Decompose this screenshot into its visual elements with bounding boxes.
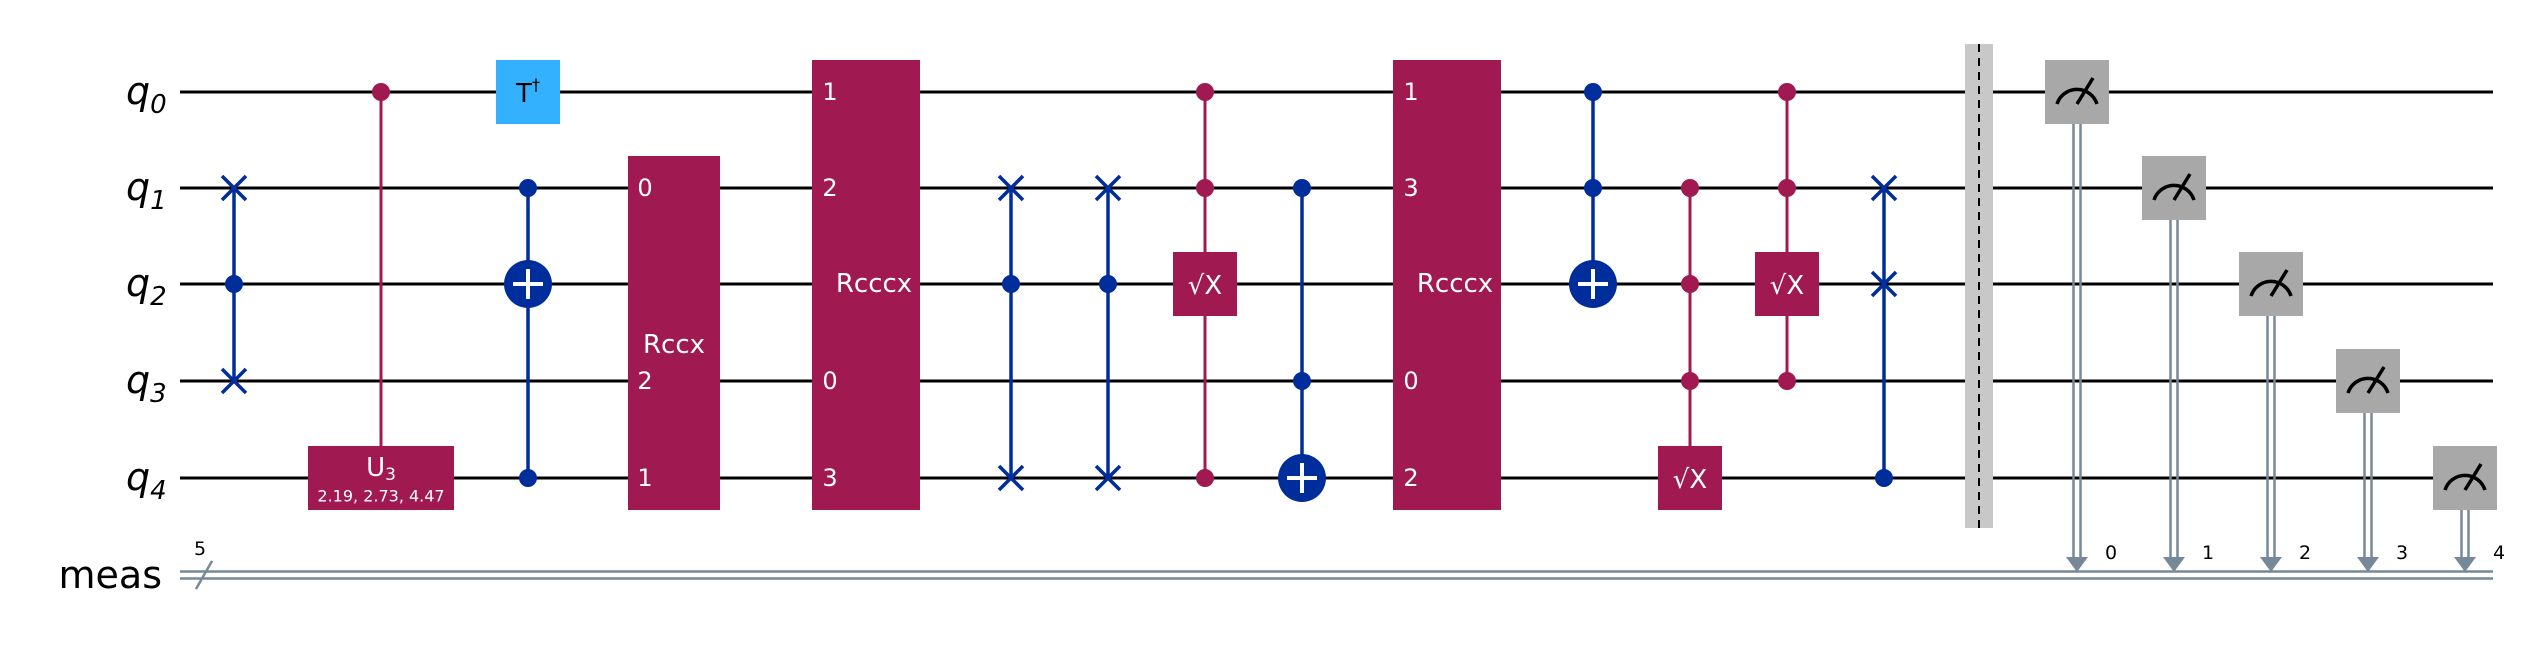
- meter-needle-icon: [2269, 269, 2289, 297]
- swap-cross: [1870, 270, 1898, 298]
- measure-gate: [2433, 446, 2497, 510]
- circuit-wires: 5: [180, 90, 2493, 590]
- measure-bit-index: 3: [2396, 542, 2408, 564]
- swap-cross: [1094, 174, 1122, 202]
- rccx-port-label: 2: [637, 367, 652, 395]
- meter-arc-icon: [2346, 376, 2390, 394]
- meter-needle-icon: [2172, 173, 2192, 201]
- u3-gate-params: 2.19, 2.73, 4.47: [317, 487, 444, 506]
- measure-arrowhead: [2066, 557, 2088, 572]
- meter-needle-icon: [2463, 463, 2483, 491]
- csx-control-dot: [1778, 372, 1796, 390]
- rcccx-port-label: 2: [1403, 464, 1418, 492]
- u3-gate: [308, 446, 454, 510]
- classical-register-label: meas: [59, 553, 162, 597]
- qubit-label: q0: [126, 69, 167, 120]
- control-dot: [519, 179, 537, 197]
- meter-needle-icon: [2366, 366, 2386, 394]
- meter-arc-icon: [2152, 183, 2196, 201]
- rcccx-port-label: 0: [822, 367, 837, 395]
- rccx-gate-label: Rccx: [643, 330, 705, 360]
- rcccx-port-label: 0: [1403, 367, 1418, 395]
- control-dot: [225, 275, 243, 293]
- measure-gate: [2142, 156, 2206, 220]
- rccx-port-label: 0: [637, 174, 652, 202]
- measure-bit-index: 4: [2493, 542, 2505, 564]
- csx-control-dot: [1778, 179, 1796, 197]
- rcccx-gate: [812, 60, 920, 510]
- control-dot: [1293, 372, 1311, 390]
- control-dot: [1002, 275, 1020, 293]
- qubit-label: q3: [126, 358, 167, 409]
- swap-cross: [997, 464, 1025, 492]
- measure-arrowhead: [2163, 557, 2185, 572]
- control-dot: [1293, 179, 1311, 197]
- control-dot: [1875, 469, 1893, 487]
- qubit-label: q2: [126, 261, 167, 312]
- swap-cross: [997, 174, 1025, 202]
- meter-arc-icon: [2055, 87, 2099, 105]
- sqrt-x-gate: [1658, 446, 1722, 510]
- sqrt-x-gate: [1755, 252, 1819, 316]
- csx-control-dot: [1778, 83, 1796, 101]
- classical-register-size: 5: [194, 538, 206, 560]
- swap-cross: [220, 367, 248, 395]
- rcccx-port-label: 1: [822, 78, 837, 106]
- rcccx-port-label: 1: [1403, 78, 1418, 106]
- measure-gate: [2045, 60, 2109, 124]
- csx-control-dot: [1196, 179, 1214, 197]
- swap-cross: [220, 174, 248, 202]
- control-dot: [1584, 83, 1602, 101]
- measure-arrowhead: [2454, 557, 2476, 572]
- cu3-control-dot: [372, 83, 390, 101]
- measure-arrowhead: [2260, 557, 2282, 572]
- meter-arc-icon: [2249, 279, 2293, 297]
- tdg-gate: [496, 60, 560, 124]
- rccx-gate: [628, 156, 720, 510]
- qubit-label: q4: [126, 455, 167, 506]
- bus-slash: [194, 560, 214, 590]
- rcccx-port-label: 3: [1403, 174, 1418, 202]
- swap-cross: [1094, 464, 1122, 492]
- meter-needle-icon: [2075, 77, 2095, 105]
- measure-arrowhead: [2357, 557, 2379, 572]
- measure-bit-index: 2: [2299, 542, 2311, 564]
- tdg-gate-label: T†: [515, 75, 540, 110]
- sqrt-x-gate-label: √X: [1188, 271, 1222, 301]
- meter-arc-icon: [2443, 473, 2487, 491]
- measure-gate: [2239, 252, 2303, 316]
- csx-control-dot: [1196, 469, 1214, 487]
- u3-gate-label: U3: [366, 453, 396, 485]
- sqrt-x-gate: [1173, 252, 1237, 316]
- control-dot: [1584, 179, 1602, 197]
- csx-control-dot: [1681, 179, 1699, 197]
- csx-control-dot: [1196, 83, 1214, 101]
- measure-gate: [2336, 349, 2400, 413]
- control-dot: [1099, 275, 1117, 293]
- rcccx-port-label: 3: [822, 464, 837, 492]
- sqrt-x-gate-label: √X: [1770, 271, 1804, 301]
- swap-cross: [1870, 174, 1898, 202]
- rcccx-gate: [1393, 60, 1501, 510]
- csx-control-dot: [1681, 372, 1699, 390]
- control-dot: [519, 469, 537, 487]
- rccx-port-label: 1: [637, 464, 652, 492]
- csx-control-dot: [1681, 275, 1699, 293]
- measure-bit-index: 1: [2202, 542, 2214, 564]
- sqrt-x-gate-label: √X: [1673, 465, 1707, 495]
- rcccx-port-label: 2: [822, 174, 837, 202]
- measure-bit-index: 0: [2105, 542, 2117, 564]
- register-labels: q0 q1 q2 q3 q4 meas: [59, 69, 167, 597]
- rcccx-gate-label: Rcccx: [1417, 269, 1493, 299]
- qubit-label: q1: [126, 165, 167, 216]
- rcccx-gate-label: Rcccx: [836, 269, 912, 299]
